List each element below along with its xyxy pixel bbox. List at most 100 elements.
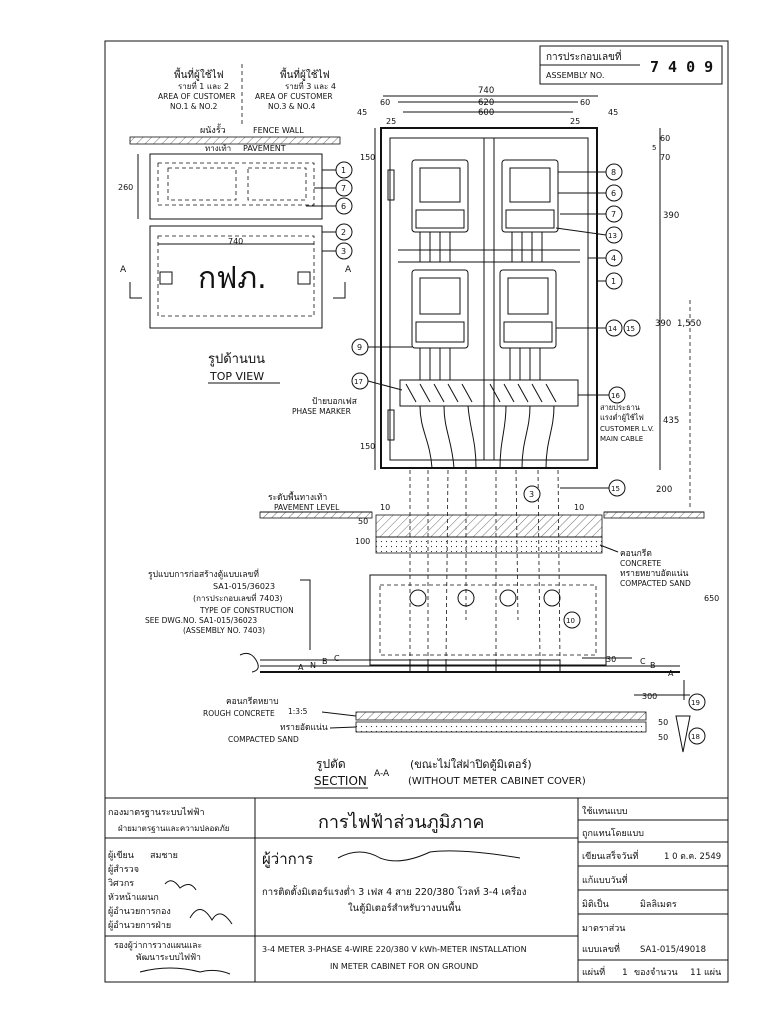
svg-text:3: 3 [529, 490, 534, 499]
svg-text:435: 435 [663, 416, 679, 426]
top-view-title-en: TOP VIEW [209, 370, 264, 383]
svg-text:แบบเลขที่: แบบเลขที่ [582, 942, 620, 955]
pea-logo: กฟภ. [198, 261, 267, 296]
svg-text:30: 30 [606, 655, 616, 664]
svg-text:25: 25 [570, 117, 580, 126]
assembly-label-th: การประกอบเลขที่ [546, 49, 622, 63]
svg-text:390: 390 [655, 319, 671, 329]
svg-text:รองผู้ว่าการวางแผนและ: รองผู้ว่าการวางแผนและ [114, 940, 202, 951]
customer-right-label: พื้นที่ผู้ใช้ไฟ รายที่ 3 และ 4 AREA OF C… [255, 67, 336, 111]
svg-text:740: 740 [228, 237, 243, 246]
svg-text:ผู้อำนวยการฝ่าย: ผู้อำนวยการฝ่าย [108, 920, 171, 931]
svg-text:แผ่นที่: แผ่นที่ [582, 965, 605, 978]
pavement-level: ระดับพื้นทางเท้า PAVEMENT LEVEL 10 10 50… [259, 491, 705, 546]
svg-text:พัฒนาระบบไฟฟ้า: พัฒนาระบบไฟฟ้า [136, 952, 201, 963]
svg-text:คอนกรีตหยาบ: คอนกรีตหยาบ [226, 696, 279, 707]
svg-text:เขียนเสร็จวันที่: เขียนเสร็จวันที่ [582, 849, 639, 862]
svg-text:แก้แบบวันที่: แก้แบบวันที่ [582, 873, 628, 886]
tb-desc-en2: IN METER CABINET FOR ON GROUND [330, 962, 478, 971]
svg-text:สายประธาน: สายประธาน [600, 403, 640, 412]
svg-text:ทางเท้า: ทางเท้า [205, 144, 231, 153]
svg-text:10: 10 [574, 503, 584, 512]
svg-text:SA1-015/49018: SA1-015/49018 [640, 945, 706, 955]
svg-text:SECTION: SECTION [314, 774, 367, 788]
kwh-meters [398, 159, 580, 380]
signature-scribble-3 [139, 967, 231, 975]
svg-text:15: 15 [626, 325, 635, 333]
svg-text:รูปตัด: รูปตัด [316, 757, 346, 772]
svg-text:300: 300 [642, 692, 657, 701]
svg-text:COMPACTED SAND: COMPACTED SAND [228, 735, 299, 744]
svg-text:2: 2 [341, 228, 346, 237]
meter-1 [411, 159, 469, 233]
svg-text:100: 100 [355, 537, 370, 546]
svg-text:รูปแบบการก่อสร้างตู้แบบเลขที่: รูปแบบการก่อสร้างตู้แบบเลขที่ [148, 568, 259, 580]
assembly-label-en: ASSEMBLY NO. [546, 71, 604, 80]
svg-text:(ASSEMBLY NO. 7403): (ASSEMBLY NO. 7403) [183, 626, 265, 635]
svg-text:7: 7 [611, 210, 616, 219]
svg-text:15: 15 [611, 485, 620, 493]
fence-th: ผนังรั้ว [200, 123, 226, 136]
svg-text:มาตราส่วน: มาตราส่วน [582, 924, 625, 934]
svg-text:SEE DWG.NO. SA1-015/36023: SEE DWG.NO. SA1-015/36023 [145, 616, 257, 625]
svg-text:1,550: 1,550 [677, 319, 701, 329]
top-view-cabinet: กฟภ. [149, 153, 323, 329]
svg-text:1:3:5: 1:3:5 [288, 707, 308, 716]
phase-marker-th: ป้ายบอกเฟส [312, 396, 358, 407]
tb-dept1: กองมาตรฐานระบบไฟฟ้า [108, 807, 205, 818]
cust-left-th1: พื้นที่ผู้ใช้ไฟ [174, 67, 224, 81]
svg-text:มิลลิเมตร: มิลลิเมตร [640, 899, 677, 910]
svg-text:(การประกอบเลขที่ 7403): (การประกอบเลขที่ 7403) [193, 592, 283, 603]
svg-text:ทรายหยาบอัดแน่น: ทรายหยาบอัดแน่น [620, 569, 689, 579]
svg-text:740: 740 [478, 86, 494, 96]
svg-text:1 0 ต.ค. 2549: 1 0 ต.ค. 2549 [664, 852, 721, 862]
top-view-callouts: 1 7 6 2 3 [306, 161, 353, 260]
svg-text:สมชาย: สมชาย [150, 851, 178, 861]
right-dimensions: 60 5 70 390 390 1,550 435 200 650 150 15… [360, 128, 719, 603]
svg-text:A: A [668, 669, 674, 678]
sheet-border [104, 40, 729, 983]
svg-text:A-A: A-A [374, 769, 390, 779]
foundation [369, 514, 607, 666]
svg-text:ทรายอัดแน่น: ทรายอัดแน่น [280, 723, 328, 733]
svg-text:390: 390 [663, 211, 679, 221]
svg-text:50: 50 [358, 517, 368, 526]
svg-text:150: 150 [360, 153, 375, 162]
svg-text:ใช้แทนแบบ: ใช้แทนแบบ [582, 806, 628, 817]
svg-text:ผู้อำนวยการกอง: ผู้อำนวยการกอง [108, 906, 171, 917]
svg-text:19: 19 [691, 699, 700, 707]
svg-text:คอนกรีต: คอนกรีต [620, 548, 652, 559]
signature-scribble-2 [189, 909, 233, 925]
svg-text:ผู้เขียน: ผู้เขียน [108, 850, 134, 861]
svg-text:NO.1 & NO.2: NO.1 & NO.2 [170, 102, 218, 111]
svg-text:70: 70 [660, 153, 670, 162]
svg-text:4: 4 [611, 254, 616, 263]
svg-text:18: 18 [691, 733, 700, 741]
title-block: กองมาตรฐานระบบไฟฟ้า ฝ่ายมาตรฐานและความปล… [105, 798, 728, 982]
svg-text:แรงต่ำผู้ใช้ไฟ: แรงต่ำผู้ใช้ไฟ [600, 412, 644, 422]
section-marker-left: A [120, 265, 127, 275]
governor-signature [337, 850, 521, 862]
svg-text:(WITHOUT METER CABINET COVER): (WITHOUT METER CABINET COVER) [408, 776, 586, 787]
svg-text:มิติเป็น: มิติเป็น [582, 897, 609, 910]
svg-text:ระดับพื้นทางเท้า: ระดับพื้นทางเท้า [268, 491, 327, 503]
section-marker-right: A [345, 265, 352, 275]
svg-text:10: 10 [566, 617, 575, 625]
tb-desc-th1: การติดตั้งมิเตอร์แรงต่ำ 3 เฟส 4 สาย 220/… [262, 885, 526, 898]
svg-text:6: 6 [611, 189, 616, 198]
svg-text:ถูกแทนโดยแบบ: ถูกแทนโดยแบบ [582, 828, 644, 839]
svg-text:B: B [650, 661, 656, 670]
trench-bed: คอนกรีตหยาบ ROUGH CONCRETE 1:3:5 ทรายอัด… [203, 696, 647, 744]
cables [409, 405, 561, 661]
fence-wall [129, 136, 341, 145]
svg-text:COMPACTED SAND: COMPACTED SAND [620, 579, 691, 588]
svg-text:NO.3 & NO.4: NO.3 & NO.4 [268, 102, 316, 111]
right-callouts: 8 6 7 13 4 1 14 15 16 15 [555, 163, 641, 497]
svg-text:16: 16 [611, 392, 620, 400]
assembly-box: การประกอบเลขที่ ASSEMBLY NO. 7 4 0 9 [539, 45, 723, 85]
svg-text:25: 25 [386, 117, 396, 126]
section-title: รูปตัด (ขณะไม่ใส่ฝาปิดตู้มิเตอร์) SECTIO… [314, 757, 586, 789]
svg-text:6: 6 [341, 202, 346, 211]
svg-text:600: 600 [478, 108, 494, 118]
